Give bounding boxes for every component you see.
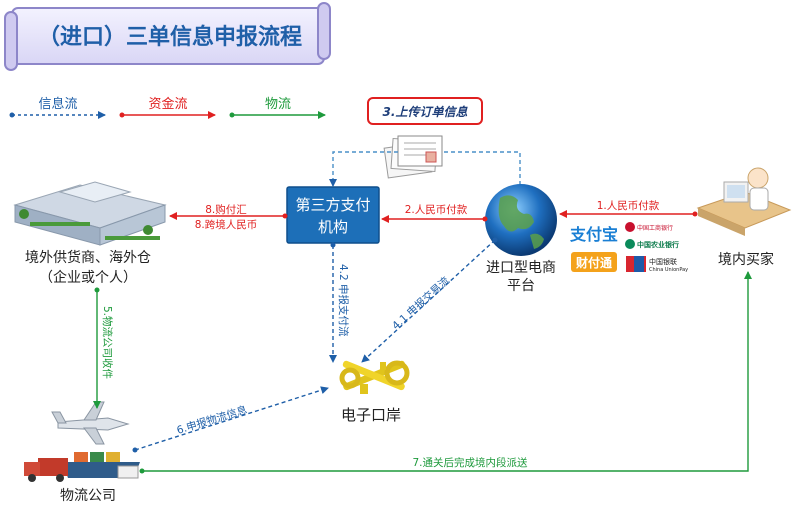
- payment-institution-box: 第三方支付 机构: [286, 186, 380, 244]
- payment-label-line1: 第三方支付: [295, 196, 370, 214]
- platform-label-line1: 进口型电商: [486, 260, 556, 276]
- buyer-label: 境内买家: [718, 251, 774, 268]
- abc-logo: 中国农业银行: [637, 240, 679, 249]
- payment-logos: 支付宝 财付通 中国工商银行 中国农业银行 中国银联 China UnionPa…: [569, 222, 688, 273]
- upload-order-badge: 3.上传订单信息: [367, 97, 483, 125]
- flow-4-2-label: 4.2 申报支付流: [337, 264, 350, 337]
- buyer-icon: [696, 167, 792, 236]
- alipay-logo: 支付宝: [569, 225, 618, 244]
- flow-8b-label: 8.跨境人民币: [195, 218, 258, 231]
- title-banner: （进口）三单信息申报流程: [4, 2, 331, 71]
- payment-label-line2: 机构: [318, 218, 348, 236]
- logistics-label: 物流公司: [60, 488, 116, 504]
- eport-keys-icon: [339, 360, 410, 394]
- documents-icon: [383, 135, 443, 179]
- legend-money-flow: 资金流: [148, 96, 187, 112]
- upload-order-label: 3.上传订单信息: [383, 105, 469, 119]
- airplane-icon: [51, 401, 130, 445]
- supplier-label-line2: （企业或个人）: [39, 269, 137, 286]
- legend-info-flow: 信息流: [38, 96, 77, 112]
- flow-6-label: 6.申报物流信息: [175, 403, 249, 437]
- eport-label: 电子口岸: [341, 406, 401, 424]
- icbc-logo: 中国工商银行: [637, 224, 673, 232]
- platform-label-line2: 平台: [507, 278, 535, 294]
- truck-ship-icon: [24, 452, 140, 482]
- legend-logistics-flow: 物流: [265, 97, 291, 112]
- page-title: （进口）三单信息申报流程: [38, 24, 302, 50]
- legend: 信息流 资金流 物流: [9, 96, 326, 119]
- flow-5-label: 5.物流公司收件: [101, 306, 114, 379]
- globe-icon: [485, 184, 557, 256]
- tenpay-logo: 财付通: [575, 255, 612, 270]
- unionpay-logo: 中国银联: [649, 257, 677, 266]
- flow-1-label: 1.人民币付款: [597, 199, 660, 212]
- unionpay-en-logo: China UnionPay: [649, 267, 688, 273]
- flow-7-label: 7.通关后完成境内段派送: [412, 456, 528, 469]
- flow-2-label: 2.人民币付款: [405, 203, 468, 216]
- supplier-label-line1: 境外供货商、海外仓: [25, 249, 151, 266]
- flow-4-1-label: 4.1 申报交易流: [389, 274, 452, 333]
- flow-8a-label: 8.购付汇: [205, 203, 247, 216]
- warehouse-icon: [13, 181, 167, 246]
